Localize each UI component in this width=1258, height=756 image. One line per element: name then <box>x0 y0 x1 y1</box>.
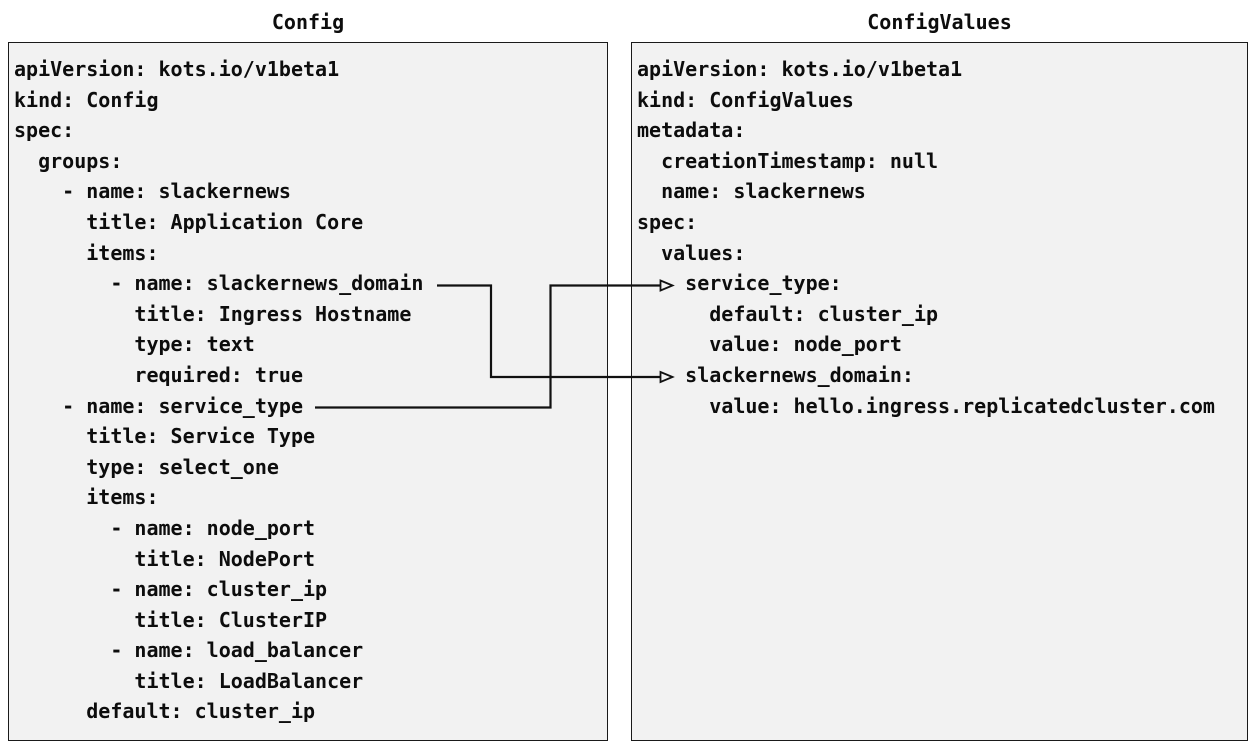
config-yaml-code: apiVersion: kots.io/v1beta1 kind: Config… <box>14 57 424 724</box>
configvalues-panel-title: ConfigValues <box>867 10 1012 34</box>
config-panel-title: Config <box>271 10 345 34</box>
config-yaml-panel: apiVersion: kots.io/v1beta1 kind: Config… <box>8 42 608 741</box>
configvalues-yaml-code: apiVersion: kots.io/v1beta1 kind: Config… <box>637 57 1215 418</box>
configvalues-yaml-panel: apiVersion: kots.io/v1beta1 kind: Config… <box>631 42 1248 741</box>
